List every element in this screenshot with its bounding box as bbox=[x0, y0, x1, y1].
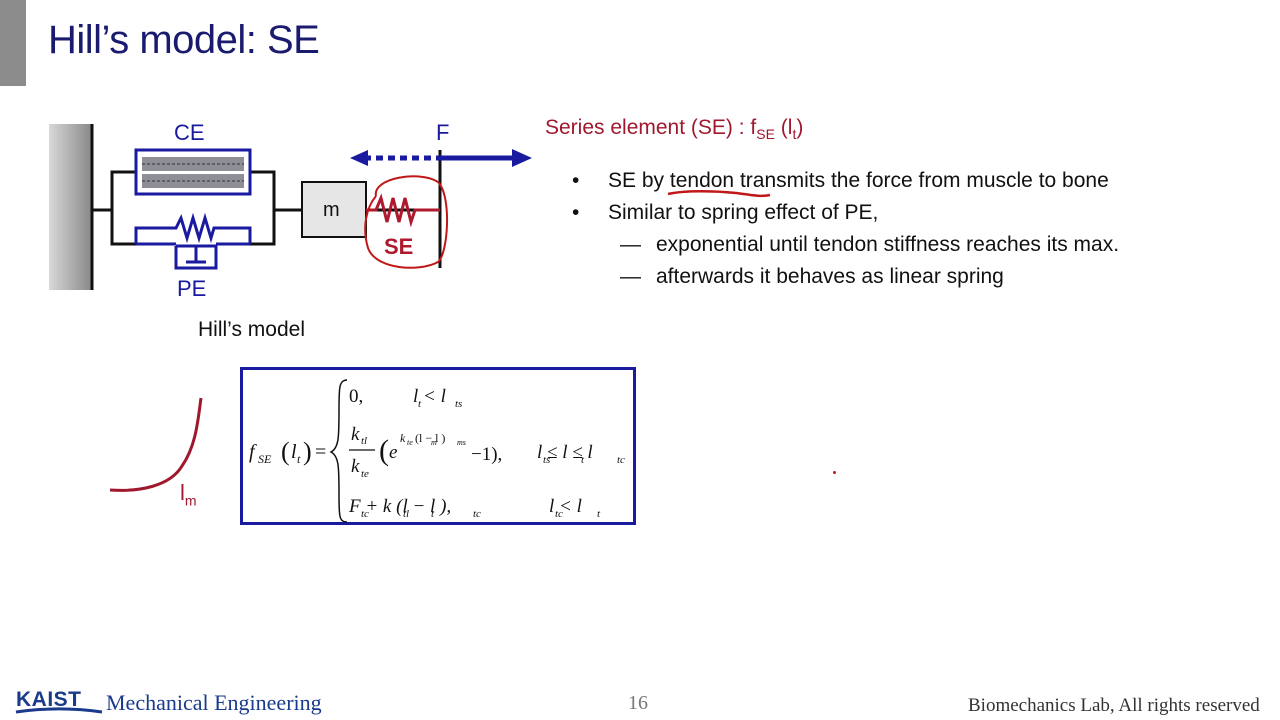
svg-text:tl: tl bbox=[403, 508, 409, 520]
pointer-dot bbox=[833, 471, 836, 474]
bullet-marker: • bbox=[572, 169, 580, 192]
pe-element bbox=[134, 212, 252, 270]
se-heading: Series element (SE) : fSE (lt) bbox=[545, 116, 804, 143]
svg-text:t: t bbox=[597, 508, 601, 520]
svg-text:ts: ts bbox=[455, 398, 462, 410]
kaist-logo: KAIST bbox=[15, 688, 103, 714]
svg-text:k: k bbox=[351, 424, 360, 445]
svg-text:tc: tc bbox=[555, 508, 563, 520]
page-number: 16 bbox=[628, 692, 648, 714]
svg-text:l < l: l < l bbox=[549, 496, 582, 517]
svg-text:tl: tl bbox=[361, 435, 367, 447]
svg-text:l < l: l < l bbox=[413, 386, 446, 407]
sub-bullet-item: — afterwards it behaves as linear spring bbox=[570, 262, 1119, 294]
svg-text:m: m bbox=[431, 438, 437, 447]
svg-text:=: = bbox=[315, 441, 326, 463]
svg-text:t: t bbox=[297, 452, 301, 466]
force-length-curve-sketch bbox=[109, 397, 203, 492]
svg-text:SE: SE bbox=[258, 452, 272, 466]
svg-text:k: k bbox=[400, 431, 406, 445]
ce-element bbox=[134, 148, 252, 196]
svg-text:tc: tc bbox=[361, 508, 369, 520]
mass-label: m bbox=[323, 199, 340, 221]
svg-text:t: t bbox=[418, 398, 422, 410]
bullet-item: • SE by tendon transmits the force from … bbox=[570, 166, 1119, 198]
footer-copyright: Biomechanics Lab, All rights reserved bbox=[968, 695, 1260, 716]
svg-text:KAIST: KAIST bbox=[16, 688, 82, 711]
se-force-equation: f SE ( l t ) = 0, l < l t ts k tl k te (… bbox=[240, 367, 636, 525]
svg-text:k: k bbox=[351, 456, 360, 477]
svg-text:e: e bbox=[389, 442, 397, 463]
bullet-marker: • bbox=[572, 201, 580, 224]
bullet-item: • Similar to spring effect of PE, bbox=[570, 198, 1119, 230]
svg-text:ts: ts bbox=[543, 454, 550, 466]
svg-text:F + k (l − l ),: F + k (l − l ), bbox=[348, 496, 451, 517]
footer-department: Mechanical Engineering bbox=[106, 690, 322, 715]
se-bullet-list: • SE by tendon transmits the force from … bbox=[570, 166, 1119, 294]
se-label: SE bbox=[384, 234, 413, 259]
svg-text:l ≤ l ≤ l: l ≤ l ≤ l bbox=[537, 442, 593, 463]
svg-text:−1),: −1), bbox=[471, 444, 502, 465]
svg-text:tc: tc bbox=[473, 508, 481, 520]
svg-text:0,: 0, bbox=[349, 386, 363, 407]
slide-title: Hill’s model: SE bbox=[48, 18, 320, 62]
pe-label: PE bbox=[177, 276, 206, 301]
se-spring bbox=[366, 193, 440, 228]
svg-text:tc: tc bbox=[617, 454, 625, 466]
svg-text:(: ( bbox=[281, 437, 290, 466]
dash-marker: — bbox=[620, 233, 641, 256]
tendon-underlined-word: tendon bbox=[667, 166, 771, 198]
svg-text:(l − l ): (l − l ) bbox=[415, 431, 445, 445]
diagram-caption: Hill’s model bbox=[198, 318, 305, 341]
svg-text:te: te bbox=[407, 438, 413, 447]
ce-label: CE bbox=[174, 120, 205, 145]
svg-text:t: t bbox=[431, 508, 435, 520]
force-label: F bbox=[436, 120, 449, 145]
se-highlight-circle bbox=[364, 175, 448, 269]
slide-accent-bar bbox=[0, 0, 26, 86]
svg-text:t: t bbox=[581, 454, 585, 466]
svg-text:(: ( bbox=[379, 434, 389, 467]
svg-text:): ) bbox=[303, 437, 312, 466]
lm-label: lm bbox=[180, 480, 197, 509]
svg-text:ms: ms bbox=[457, 438, 466, 447]
wall bbox=[49, 124, 91, 290]
sub-bullet-item: — exponential until tendon stiffness rea… bbox=[570, 230, 1119, 262]
svg-text:f: f bbox=[249, 441, 257, 463]
svg-text:l: l bbox=[291, 441, 297, 463]
svg-text:te: te bbox=[361, 468, 369, 480]
hill-model-diagram: CE PE m SE F bbox=[49, 120, 532, 301]
dash-marker: — bbox=[620, 265, 641, 288]
